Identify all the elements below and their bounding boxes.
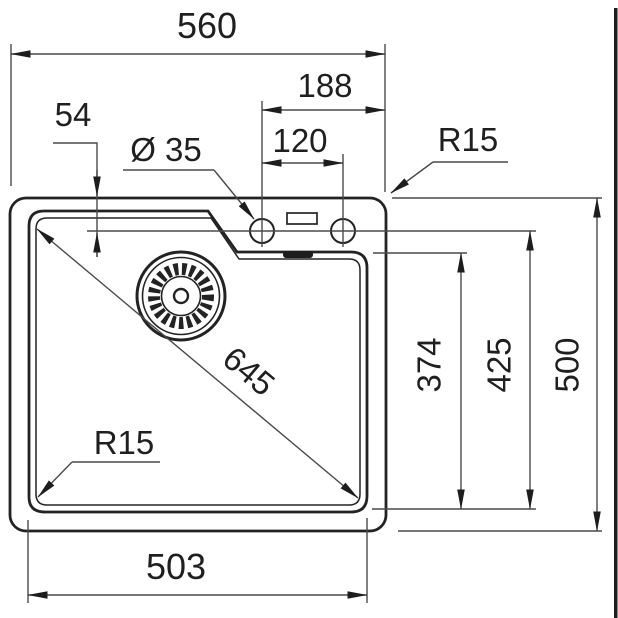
leader-line xyxy=(53,142,98,257)
callout-radius-bowl: R15 xyxy=(37,424,160,498)
strainer-ring-3 xyxy=(160,275,202,317)
dim-overall-width: 560 xyxy=(10,5,386,192)
dia-35-label: Ø 35 xyxy=(130,131,202,168)
callout-radius-outer: R15 xyxy=(390,121,508,194)
page-border-bar xyxy=(614,8,618,618)
tap-holes xyxy=(249,212,356,244)
leader-arrow xyxy=(37,461,73,498)
callout-hole-diameter: Ø 35 xyxy=(123,131,255,220)
r15-top-label: R15 xyxy=(438,121,499,158)
dim-diagonal: 645 xyxy=(36,228,359,499)
dim-bowl-width: 503 xyxy=(27,518,368,603)
drain-strainer xyxy=(135,250,227,342)
r15-bowl-label: R15 xyxy=(94,424,155,461)
dim-hole-offset: 54 xyxy=(53,96,101,257)
accessory-knockout xyxy=(286,212,318,225)
dim-645-label: 645 xyxy=(216,339,282,403)
overflow-slot xyxy=(283,251,313,258)
dim-vertical-group: 374 425 500 xyxy=(372,197,602,532)
dim-560-label: 560 xyxy=(177,5,237,46)
dim-425-label: 425 xyxy=(481,337,518,392)
strainer-center xyxy=(172,287,190,305)
dim-ledge-width: 188 xyxy=(261,67,386,247)
dim-503-label: 503 xyxy=(146,546,206,587)
dim-188-label: 188 xyxy=(297,67,352,104)
leader-arrow xyxy=(213,169,255,220)
dim-54-label: 54 xyxy=(55,96,92,133)
dimension-line xyxy=(36,228,359,499)
dim-500-label: 500 xyxy=(549,337,586,392)
bowl-edge-inner xyxy=(35,217,361,506)
dim-374-label: 374 xyxy=(411,337,448,392)
sink-outer-edge xyxy=(8,196,388,533)
dim-120-label: 120 xyxy=(272,122,327,159)
bowl-edge-outer xyxy=(27,209,369,514)
leader-arrow xyxy=(390,161,434,194)
